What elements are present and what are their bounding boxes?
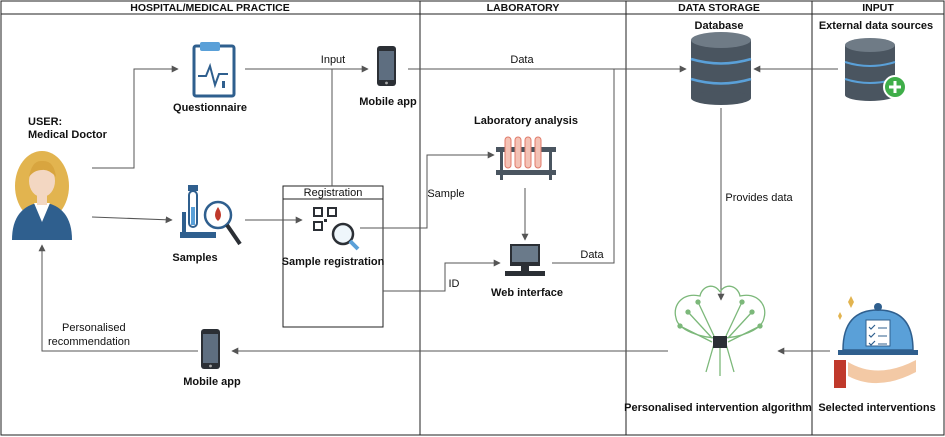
laboratory-analysis-label: Laboratory analysis	[474, 115, 578, 127]
external-sources-label: External data sources	[819, 20, 933, 32]
doctor-icon	[12, 151, 72, 240]
section-title-hospital: HOSPITAL/MEDICAL PRACTICE	[130, 2, 289, 14]
mobile-app-top-label: Mobile app	[359, 96, 417, 108]
connectors	[38, 65, 838, 355]
samples-label: Samples	[172, 252, 217, 264]
chip-icon	[713, 336, 727, 348]
section-title-input: INPUT	[862, 2, 894, 14]
edge-registration-to-lab	[360, 151, 495, 229]
registration-box: Registration	[282, 185, 384, 328]
edge-label-recommendation-1: Personalised	[62, 322, 126, 334]
web-interface-label: Web interface	[491, 287, 563, 299]
algorithm-label: Personalised intervention algorithm	[624, 402, 812, 414]
user-label-line1: USER:	[28, 116, 62, 128]
cloche-checklist-icon	[834, 296, 918, 388]
edge-mobile-to-doctor	[38, 244, 198, 352]
edge-label-data-web: Data	[580, 249, 604, 261]
section-title-laboratory: LABORATORY	[487, 2, 560, 14]
database-add-icon	[844, 38, 907, 101]
mobile-phone-icon	[377, 46, 396, 86]
database-icon	[690, 32, 752, 105]
mobile-phone-bottom-icon	[201, 329, 220, 369]
edge-label-data-top: Data	[510, 54, 534, 66]
sample-registration-label: Sample registration	[282, 256, 385, 268]
edge-registration-to-web	[383, 259, 501, 292]
registration-box-title: Registration	[304, 187, 363, 199]
edge-doctor-to-questionnaire	[92, 65, 179, 169]
edge-label-id: ID	[449, 278, 460, 290]
edge-doctor-to-samples	[91, 216, 173, 224]
user-label-line2: Medical Doctor	[28, 129, 108, 141]
edge-label-input: Input	[321, 54, 345, 66]
edge-web-to-database	[552, 69, 615, 264]
selected-interventions-label: Selected interventions	[818, 402, 935, 414]
computer-icon	[505, 244, 545, 276]
circuit-brain-icon	[674, 285, 766, 376]
test-tube-icon	[180, 185, 242, 246]
mobile-app-bottom-label: Mobile app	[183, 376, 241, 388]
edge-label-sample: Sample	[427, 188, 464, 200]
questionnaire-label: Questionnaire	[173, 102, 247, 114]
section-title-data-storage: DATA STORAGE	[678, 2, 760, 14]
edge-label-recommendation-2: recommendation	[48, 336, 130, 348]
edge-label-provides-data: Provides data	[725, 192, 793, 204]
database-label: Database	[695, 20, 744, 32]
qr-scan-icon	[313, 207, 360, 251]
test-tube-rack-icon	[496, 136, 556, 180]
clipboard-icon	[192, 42, 236, 98]
